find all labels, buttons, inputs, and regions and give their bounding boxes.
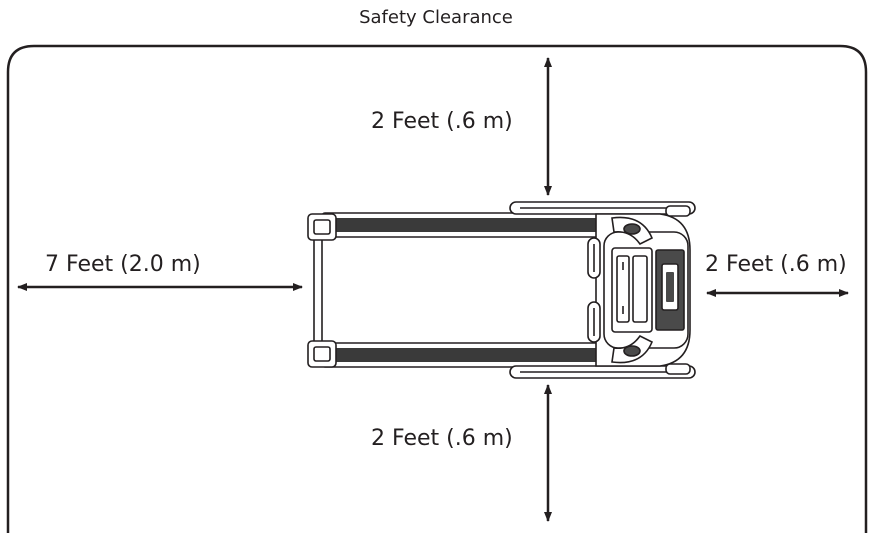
diagram-title: Safety Clearance (359, 7, 513, 28)
bottom-clearance-label: 2 Feet (.6 m) (371, 426, 513, 451)
clearance-boundary (6, 44, 868, 533)
treadmill-top-view (307, 201, 696, 379)
front-clearance-label: 2 Feet (.6 m) (705, 252, 847, 277)
right-rail-belt (332, 348, 602, 362)
rear-roller (313, 235, 323, 349)
clearance-arrows (17, 57, 849, 522)
rear-clearance-label: 7 Feet (2.0 m) (45, 252, 201, 277)
left-rail-belt (332, 218, 602, 232)
top-clearance-label: 2 Feet (.6 m) (371, 109, 513, 134)
